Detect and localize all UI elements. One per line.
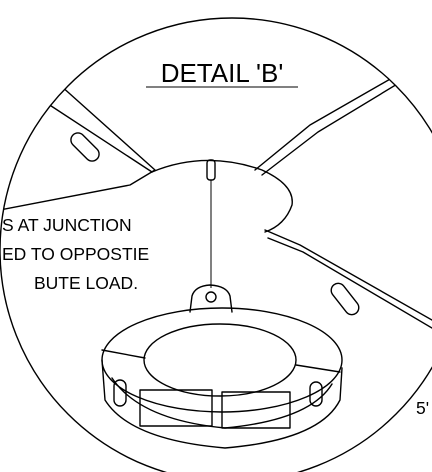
left-plate-edge — [0, 99, 153, 173]
clamp-side — [101, 359, 343, 449]
clamp-split-right — [295, 364, 341, 373]
hub-arc — [151, 159, 293, 233]
note-line-2: ED TO OPPOSTIE — [2, 244, 149, 264]
lower-right-plate-edge — [267, 237, 432, 329]
clamp-window-left — [139, 389, 213, 427]
clamp-tab — [189, 284, 233, 313]
right-slot-icon — [330, 282, 360, 316]
clamp-tab-hole — [205, 291, 217, 303]
lower-right-plate — [264, 229, 432, 321]
clamp-slot-left — [113, 379, 127, 407]
edge-label: 5' — [416, 398, 429, 418]
clamp-bore — [143, 323, 297, 397]
clamp-window-right — [221, 391, 291, 429]
detail-circle — [0, 17, 432, 472]
left-slot-icon — [70, 132, 100, 162]
hub-pin — [206, 159, 216, 181]
note-line-1: S AT JUNCTION — [2, 215, 132, 235]
upper-right-plate-edge — [261, 62, 432, 176]
clamp-split-left — [101, 349, 146, 359]
clamp-slot-right — [309, 381, 323, 407]
note-line-3: BUTE LOAD. — [34, 273, 138, 293]
detail-title: DETAIL 'B' — [161, 58, 284, 88]
